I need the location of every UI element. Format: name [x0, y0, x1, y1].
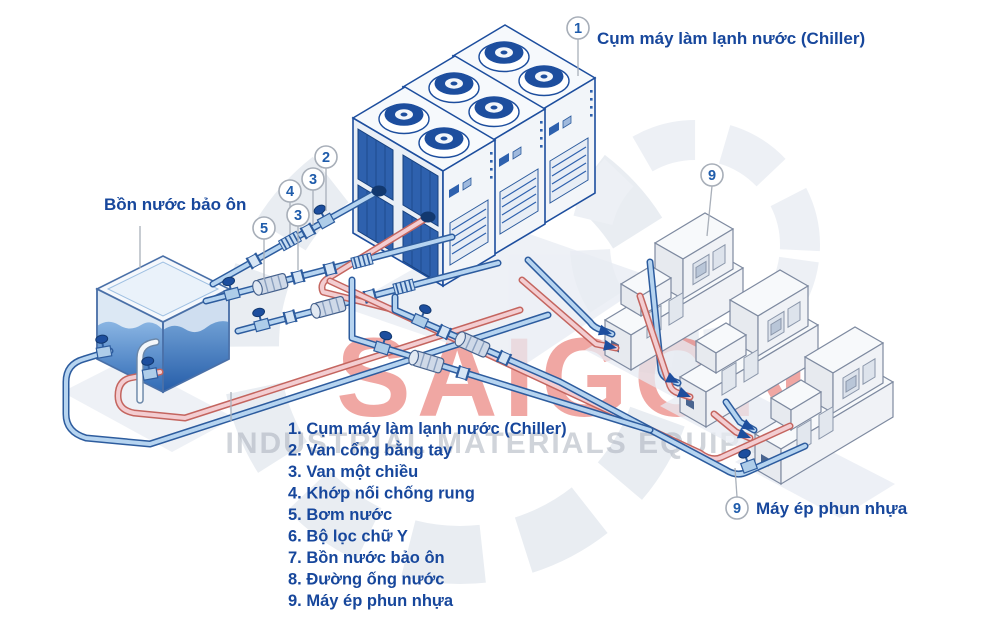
callout-2: 2: [314, 145, 338, 169]
legend-item-2: 2. Van cổng bằng tay: [288, 441, 453, 460]
svg-text:3: 3: [309, 172, 317, 188]
callout-9-bottom: 9: [725, 496, 749, 520]
vibration-joint-icon: [349, 251, 375, 271]
leader-lines: [139, 39, 738, 498]
callout-3b: 3: [286, 203, 310, 227]
callouts: 1 2 3 4 3 5 9 9: [252, 16, 749, 520]
check-valve-icon: [290, 268, 306, 286]
callout-3: 3: [301, 167, 325, 191]
legend-item-5: 5. Bơm nước: [288, 506, 392, 524]
legend-item-9: 9. Máy ép phun nhựa: [288, 592, 454, 610]
svg-text:1: 1: [574, 21, 582, 37]
callout-9-top: 9: [700, 163, 724, 187]
svg-text:9: 9: [708, 168, 716, 184]
tank-label: Bồn nước bảo ôn: [104, 195, 246, 214]
legend: 1. Cụm máy làm lạnh nước (Chiller) 2. Va…: [288, 420, 567, 610]
chiller-label: Cụm máy làm lạnh nước (Chiller): [597, 29, 865, 48]
callout-1: 1: [566, 16, 590, 40]
legend-item-8: 8. Đường ống nước: [288, 571, 444, 589]
callout-5: 5: [252, 216, 276, 240]
svg-text:3: 3: [294, 208, 302, 224]
water-tank: [95, 255, 231, 394]
chiller-return-port: [420, 211, 436, 223]
legend-item-7: 7. Bồn nước bảo ôn: [288, 549, 445, 567]
svg-text:9: 9: [733, 501, 741, 517]
legend-item-6: 6. Bộ lọc chữ Y: [288, 528, 408, 546]
legend-item-4: 4. Khớp nối chống rung: [288, 485, 475, 503]
svg-text:2: 2: [322, 150, 330, 166]
chiller-supply-port: [371, 185, 387, 197]
flange-icon: [282, 308, 298, 326]
tank-water-right: [163, 321, 229, 392]
pipe-return-loop: [62, 306, 552, 448]
legend-item-1: 1. Cụm máy làm lạnh nước (Chiller): [288, 420, 567, 438]
machine-label: Máy ép phun nhựa: [756, 499, 908, 518]
svg-text:5: 5: [260, 221, 268, 237]
legend-item-3: 3. Van một chiều: [288, 463, 418, 481]
callout-4: 4: [278, 179, 302, 203]
svg-text:4: 4: [286, 184, 294, 200]
